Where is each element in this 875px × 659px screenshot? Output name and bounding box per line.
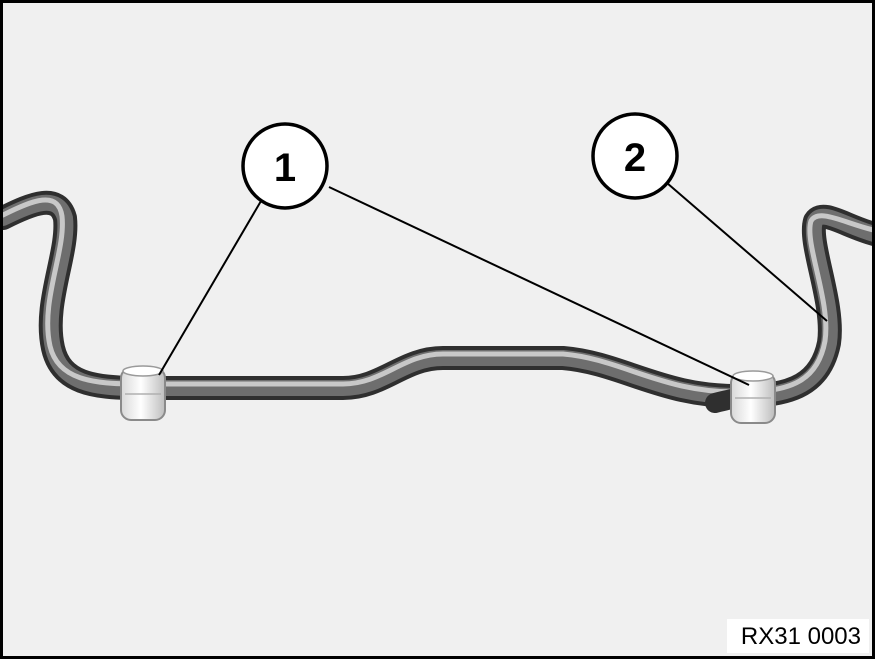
callout-1-label: 1 [274,146,296,190]
callout-2-label: 2 [624,136,646,180]
bushing-left [120,365,166,421]
leader-line-1-right [328,186,750,386]
callout-2: 2 [591,112,679,200]
stabilizer-bar-diagram: 1 2 [3,112,872,424]
leader-line-2 [666,182,828,322]
bushing-right [730,370,776,424]
leader-line-1-left [158,200,262,376]
callout-1: 1 [241,122,329,210]
stabilizer-bar [3,190,872,413]
leader-lines [158,182,828,386]
figure-code: RX31 0003 [726,619,869,653]
